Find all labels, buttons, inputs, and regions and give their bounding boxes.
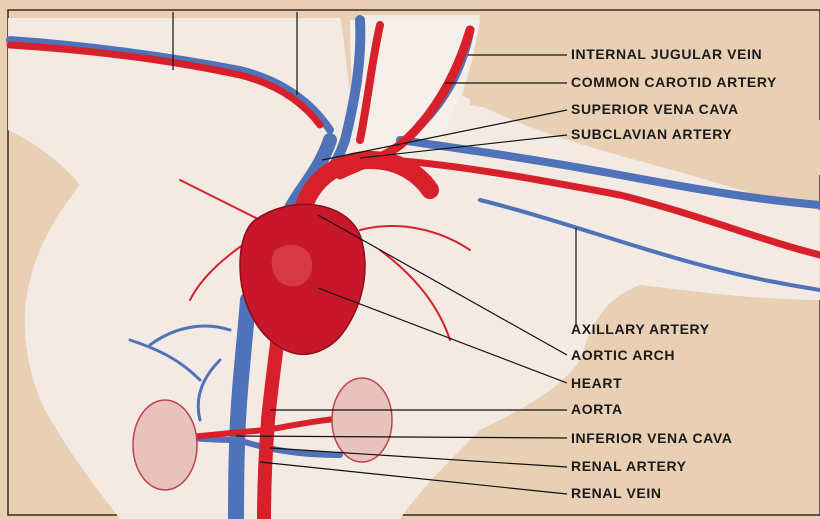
label-aortic-arch: AORTIC ARCH	[571, 347, 675, 363]
label-aorta: AORTA	[571, 401, 623, 417]
label-internal-jugular-vein: INTERNAL JUGULAR VEIN	[571, 46, 762, 62]
label-inferior-vena-cava: INFERIOR VENA CAVA	[571, 430, 732, 446]
label-superior-vena-cava: SUPERIOR VENA CAVA	[571, 101, 739, 117]
right-kidney	[332, 378, 392, 462]
label-common-carotid-artery: COMMON CAROTID ARTERY	[571, 74, 777, 90]
label-heart: HEART	[571, 375, 622, 391]
label-renal-artery: RENAL ARTERY	[571, 458, 687, 474]
left-kidney	[133, 400, 197, 490]
label-renal-vein: RENAL VEIN	[571, 485, 662, 501]
label-subclavian-artery: SUBCLAVIAN ARTERY	[571, 126, 732, 142]
label-axillary-artery: AXILLARY ARTERY	[571, 321, 710, 337]
